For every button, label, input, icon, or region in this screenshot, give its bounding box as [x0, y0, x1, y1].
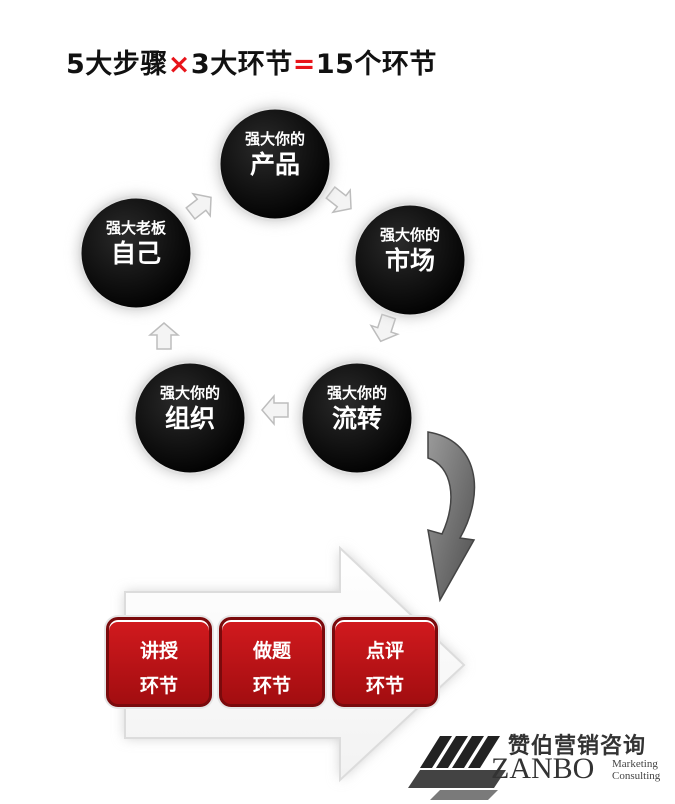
circle-market [352, 202, 468, 318]
cycle-arrow-product-to-market [325, 186, 352, 214]
circle-organization [132, 360, 248, 476]
circle-product-caption: 强大你的 [244, 130, 305, 148]
circle-flow [299, 360, 415, 476]
logo-chinese-name: 赞伯营销咨询 [508, 733, 647, 759]
circle-market-caption: 强大你的 [379, 226, 440, 244]
stage-exercise-line2: 环节 [252, 675, 291, 698]
title-part-stages: 3大环节 [190, 49, 293, 80]
logo-tagline: Marketing Consulting [612, 758, 660, 782]
circle-flow-caption: 强大你的 [326, 384, 387, 402]
stage-box-review: 点评 环节 [332, 617, 438, 707]
equals-sign: = [292, 49, 316, 80]
cycle-arrow-org-to-self [147, 322, 181, 350]
circle-label-product: 强大你的 产品 [210, 130, 340, 180]
cycle-circles [78, 106, 468, 476]
circle-label-market: 强大你的 市场 [345, 226, 475, 276]
stage-lecture-line2: 环节 [139, 675, 178, 698]
circle-label-organization: 强大你的 组织 [125, 384, 255, 434]
circle-self-title: 自己 [110, 239, 161, 269]
zanbo-logo-mark [408, 736, 506, 800]
stage-review-line1: 点评 [365, 640, 404, 662]
circle-product-title: 产品 [249, 150, 300, 180]
page-title: 5大步骤×3大环节=15个环节 [66, 42, 437, 81]
stage-review-line2: 环节 [365, 675, 404, 698]
circle-product [217, 106, 333, 222]
circle-self-caption: 强大老板 [105, 219, 166, 237]
stage-box-exercise: 做题 环节 [219, 617, 325, 707]
title-part-result: 15个环节 [315, 49, 437, 80]
logo-tagline-line2: Consulting [612, 770, 661, 783]
circle-flow-title: 流转 [331, 404, 382, 434]
title-part-steps: 5大步骤 [66, 49, 168, 80]
stage-box-lecture: 讲授 环节 [106, 617, 212, 707]
stage-lecture-line1: 讲授 [139, 640, 178, 662]
circle-self [78, 195, 194, 311]
multiply-sign: × [167, 49, 191, 80]
cycle-arrow-flow-to-org [261, 393, 289, 427]
circle-organization-title: 组织 [164, 404, 215, 434]
circle-organization-caption: 强大你的 [159, 384, 220, 402]
circle-label-self: 强大老板 自己 [71, 219, 201, 269]
logo-brand-name: ZANBO [491, 752, 595, 785]
cycle-arrow-market-to-flow [369, 313, 400, 343]
cycle-arrow-self-to-product [185, 192, 212, 220]
curved-down-arrow [427, 431, 476, 603]
logo-tagline-line1: Marketing [612, 758, 658, 770]
circle-label-flow: 强大你的 流转 [292, 384, 422, 434]
circle-market-title: 市场 [384, 246, 435, 276]
stage-exercise-line1: 做题 [252, 640, 291, 662]
